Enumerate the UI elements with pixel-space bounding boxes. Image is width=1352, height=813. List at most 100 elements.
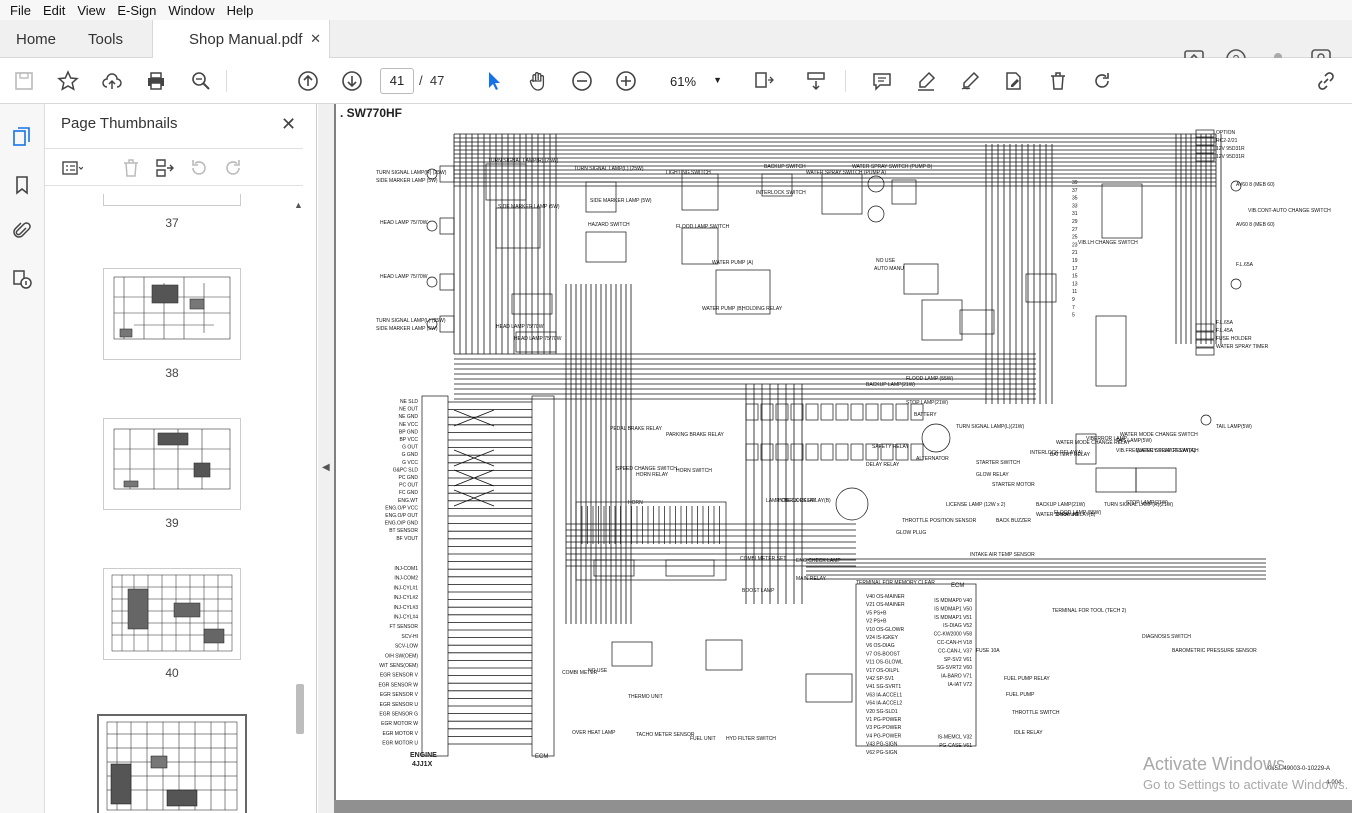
rotate-left-icon[interactable] [188, 157, 210, 179]
highlight-pen-icon[interactable] [914, 69, 938, 93]
model-heading: . SW770HF [340, 106, 403, 120]
tab-tools[interactable]: Tools [88, 30, 124, 48]
diagram-label: 21 [1072, 250, 1078, 256]
component-box [820, 443, 834, 461]
diagram-label: BACK BUZZER [996, 518, 1031, 524]
diagram-label: AV60 8 (MEB 60) [1236, 182, 1275, 188]
diagram-label: SCV-HI [401, 634, 418, 640]
hand-tool-icon[interactable] [526, 69, 550, 93]
diagram-label: 31 [1072, 211, 1078, 217]
cloud-upload-icon[interactable] [100, 69, 124, 93]
component-box [1195, 323, 1215, 332]
save-icon[interactable] [12, 69, 36, 93]
scroll-up-icon[interactable]: ▲ [294, 200, 303, 210]
diagram-label: V64 IA-ACCEL2 [866, 701, 902, 707]
component-box [1195, 153, 1215, 162]
chevron-left-icon: ◀ [322, 462, 330, 473]
component-box [760, 403, 774, 421]
diagram-label: 5 [1072, 313, 1075, 319]
diagram-label: HEAD LAMP 75/70W [380, 220, 428, 226]
zoom-out-icon[interactable] [570, 69, 594, 93]
component-box [903, 263, 939, 295]
diagram-label: 27 [1072, 227, 1078, 233]
page-thumbnail-39[interactable] [103, 418, 241, 510]
attachments-icon[interactable] [11, 220, 33, 242]
diagram-label: COMBI METER SET [740, 556, 786, 562]
delete-icon[interactable] [1046, 69, 1070, 93]
component-box [761, 173, 793, 197]
thumbnails-scrollbar[interactable]: ▲ [294, 200, 304, 802]
diagram-label: ENG.WT [398, 498, 418, 504]
page-thumbnail-38[interactable] [103, 268, 241, 360]
page-thumbnails-icon[interactable] [11, 126, 33, 148]
zoom-in-icon[interactable] [614, 69, 638, 93]
previous-page-icon[interactable] [296, 69, 320, 93]
share-link-icon[interactable] [1314, 69, 1338, 93]
menu-file[interactable]: File [10, 2, 31, 18]
menu-help[interactable]: Help [226, 2, 254, 18]
diagram-label: HAZARD SWITCH [588, 222, 630, 228]
rotate-icon[interactable] [1090, 69, 1114, 93]
layers-info-icon[interactable] [11, 268, 33, 290]
bookmarks-icon[interactable] [11, 174, 33, 196]
menu-window[interactable]: Window [168, 2, 215, 18]
component-box [611, 641, 653, 667]
diagram-label: V20 SG-SLD1 [866, 709, 898, 715]
edit-document-icon[interactable] [1002, 69, 1026, 93]
scroll-mode-icon[interactable] [804, 69, 828, 93]
extract-page-icon[interactable] [153, 157, 175, 179]
page-thumbnail-41-selected[interactable] [97, 714, 247, 813]
draw-pen-icon[interactable] [958, 69, 982, 93]
close-panel-icon[interactable]: ✕ [281, 114, 297, 134]
diagram-label: WATER PUMP (B) [702, 306, 744, 312]
diagram-label: HORN RELAY [636, 472, 669, 478]
diagram-label: PEDAL BRAKE RELAY [610, 426, 663, 432]
select-cursor-icon[interactable] [482, 69, 506, 93]
component-box [681, 173, 719, 211]
component-symbol [426, 318, 438, 330]
star-icon[interactable] [56, 69, 80, 93]
page-thumbnail-40[interactable] [103, 568, 241, 660]
component-box [775, 443, 789, 461]
page-thumbnail-37[interactable] [103, 194, 241, 206]
ecm-main-label: ECM [951, 583, 965, 589]
diagram-label: BP GND [399, 429, 418, 435]
diagram-label: AV60 8 (MEB 60) [1236, 222, 1275, 228]
close-tab-icon[interactable]: ✕ [310, 31, 321, 46]
page-separator: / [419, 73, 423, 88]
menu-edit[interactable]: Edit [42, 2, 66, 18]
diagram-label: FT SENSOR [389, 624, 418, 630]
tab-home[interactable]: Home [16, 30, 57, 48]
next-page-icon[interactable] [340, 69, 364, 93]
zoom-level-dropdown[interactable]: 61%▼ [660, 68, 728, 94]
diagram-label: PC GND [399, 475, 419, 481]
diagram-label: IS MDMAP1 V50 [934, 606, 972, 612]
page-fit-icon[interactable] [752, 69, 776, 93]
rotate-right-icon[interactable] [222, 157, 244, 179]
diagram-label: FUEL PUMP RELAY [1004, 676, 1050, 682]
diagram-label: GLOW PLUG [896, 530, 926, 536]
scrollbar-thumb[interactable] [296, 684, 304, 734]
menu-esign[interactable]: E-Sign [117, 2, 157, 18]
diagram-label: EGR SENSOR V [380, 692, 419, 698]
delete-page-icon[interactable] [120, 157, 142, 179]
menu-view[interactable]: View [77, 2, 106, 18]
comment-icon[interactable] [870, 69, 894, 93]
component-box [439, 217, 455, 235]
panel-collapse-handle[interactable]: ◀ [318, 104, 334, 813]
component-box [1101, 183, 1143, 239]
diagram-label: IS-DIAG V52 [943, 623, 972, 629]
page-number-input[interactable]: 41 [380, 68, 414, 94]
diagram-label: LIGHTING SWITCH [666, 170, 711, 176]
print-icon[interactable] [144, 69, 168, 93]
diagram-label: V6 OS-DIAG [866, 643, 895, 649]
thumbnail-options-icon[interactable] [61, 157, 83, 179]
zoom-search-icon[interactable] [189, 69, 213, 93]
diagram-label: AUTO MANU [874, 266, 904, 272]
diagram-label: FUSE HOLDER [1216, 336, 1252, 342]
component-box [585, 231, 627, 263]
diagram-label: 17 [1072, 266, 1078, 272]
tab-document[interactable]: Shop Manual.pdf ✕ [152, 20, 330, 59]
